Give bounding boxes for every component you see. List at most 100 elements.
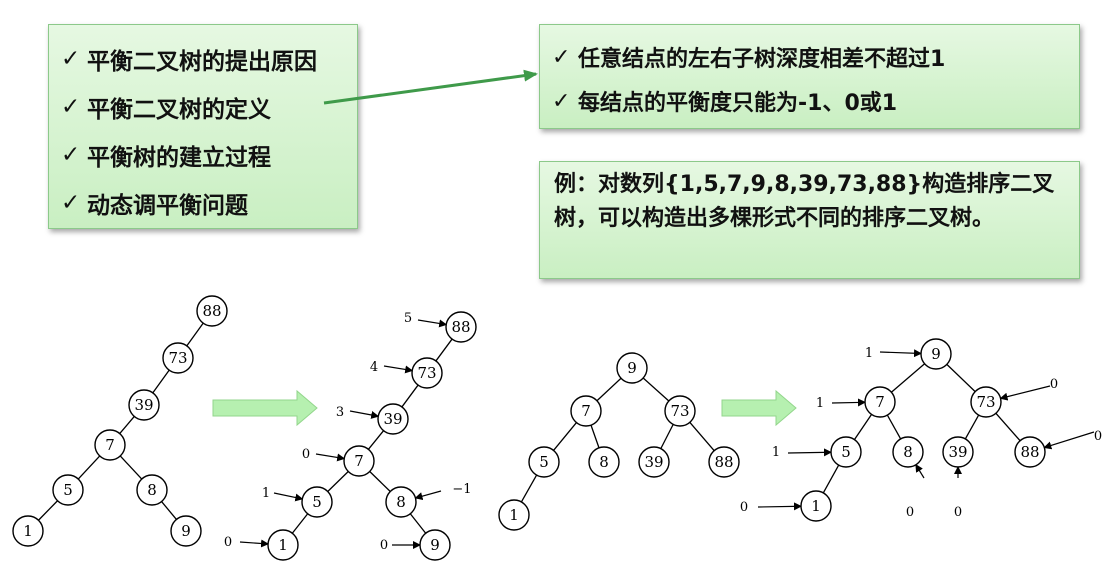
tree-node-label: 5 [841, 443, 851, 461]
topic-item: ✓平衡二叉树的定义 [61, 83, 357, 131]
tree-node [528, 446, 560, 478]
tree-node-label: 5 [312, 493, 322, 511]
tree-edge [553, 422, 577, 451]
balance-factor-label: 0 [954, 505, 962, 520]
tree-edge [435, 338, 453, 362]
tree-edge [964, 414, 980, 440]
tree-node [52, 474, 84, 506]
tree-node-label: 73 [670, 402, 689, 420]
balance-pointer-arrow [349, 410, 380, 419]
balance-pointer-arrow [879, 349, 923, 358]
tree-node [498, 499, 530, 531]
topic-label: 动态调平衡问题 [87, 193, 248, 219]
balance-factor-label: 1 [816, 396, 824, 411]
tree-node [588, 446, 620, 478]
tree-node [128, 389, 160, 421]
balance-pointer-arrow [787, 448, 833, 457]
tree-node-label: 88 [202, 302, 221, 320]
tree-edge [946, 363, 976, 393]
tree-edge [520, 474, 538, 503]
tree-edge [853, 414, 873, 440]
tree-node-label: 73 [168, 349, 187, 367]
tree-node-label: 9 [430, 536, 440, 554]
tree-edge [38, 500, 58, 521]
tree-node-label: 8 [599, 453, 609, 471]
tree-node [136, 474, 168, 506]
tree-node [445, 311, 477, 343]
balance-factor-label: 0 [1094, 429, 1102, 444]
tree-edge [886, 414, 902, 440]
definition-item: ✓每结点的平衡度只能为-1、0或1 [552, 79, 1079, 123]
tree-node-label: 7 [875, 393, 885, 411]
check-icon: ✓ [552, 44, 571, 70]
tree-node [864, 386, 896, 418]
balance-pointer-arrow [315, 453, 346, 462]
tree-edge [367, 430, 385, 450]
tree-edge [119, 416, 135, 434]
tree-node-label: 39 [134, 396, 153, 414]
tree-edge [660, 424, 674, 449]
check-icon: ✓ [61, 46, 81, 72]
tree-node [942, 436, 974, 468]
tree-node [920, 338, 952, 370]
tree-edge [590, 424, 600, 449]
tree-node [170, 515, 202, 547]
tree-edge [689, 421, 715, 452]
tree-edge [995, 412, 1021, 442]
tree-node [377, 403, 409, 435]
topic-item: ✓动态调平衡问题 [61, 179, 357, 227]
tree-node-label: 73 [417, 364, 436, 382]
tree-edge [327, 471, 349, 492]
balance-factor-label: 4 [370, 360, 378, 375]
tree-node-label: 39 [948, 443, 967, 461]
tree-node-label: 39 [383, 410, 402, 428]
definition-list: ✓任意结点的左右子树深度相差不超过1 ✓每结点的平衡度只能为-1、0或1 [552, 35, 1079, 123]
tree-node-label: 7 [105, 436, 115, 454]
tree-edge [822, 464, 840, 494]
balance-pointer-arrow [757, 502, 803, 511]
tree-node-label: 9 [181, 522, 191, 540]
balance-factor-label: −1 [452, 482, 471, 497]
tree-node [708, 446, 740, 478]
tree-node-label: 1 [811, 497, 821, 515]
tree-node-label: 1 [23, 522, 33, 540]
tree-node [94, 429, 126, 461]
tree-node [267, 529, 299, 561]
flow-arrow-right-icon [721, 389, 797, 427]
topics-box: ✓平衡二叉树的提出原因 ✓平衡二叉树的定义 ✓平衡树的建立过程 ✓动态调平衡问题 [48, 24, 358, 229]
balance-factor-label: 0 [1050, 377, 1058, 392]
topic-item: ✓平衡树的建立过程 [61, 131, 357, 179]
flow-arrow-right-icon [212, 389, 318, 427]
tree-node [385, 486, 417, 518]
topic-item: ✓平衡二叉树的提出原因 [61, 35, 357, 83]
example-box: 例：对数列{1,5,7,9,8,39,73,88}构造排序二叉树，可以构造出多棵… [539, 161, 1080, 279]
balance-pointer-arrow [414, 490, 442, 501]
tree-edge [291, 513, 309, 534]
balance-pointer-arrow [999, 385, 1051, 401]
balance-factor-label: 0 [224, 535, 232, 550]
balance-pointer-arrow [273, 492, 304, 502]
balance-factor-label: 1 [262, 486, 270, 501]
tree-node [1014, 436, 1046, 468]
tree-edge [369, 471, 391, 492]
tree-edges [38, 322, 1021, 534]
tree-node-label: 73 [976, 393, 995, 411]
tree-node-label: 88 [451, 318, 470, 336]
tree-node [892, 436, 924, 468]
balance-pointer-arrow [239, 539, 270, 548]
balance-factor-label: 0 [302, 447, 310, 462]
example-text: 例：对数列{1,5,7,9,8,39,73,88}构造排序二叉树，可以构造出多棵… [554, 172, 1055, 231]
tree-node [800, 490, 832, 522]
balance-pointer-arrow [417, 319, 448, 328]
tree-node-label: 7 [581, 402, 591, 420]
tree-node-label: 1 [278, 536, 288, 554]
tree-node [638, 446, 670, 478]
tree-node-label: 8 [396, 493, 406, 511]
tree-node [616, 352, 648, 384]
tree-node-label: 1 [509, 506, 519, 524]
check-icon: ✓ [552, 88, 571, 114]
balance-factor-label: 5 [404, 311, 412, 326]
balance-pointer-arrow [915, 463, 925, 479]
tree-node-label: 88 [1020, 443, 1039, 461]
tree-node-label: 9 [931, 345, 941, 363]
